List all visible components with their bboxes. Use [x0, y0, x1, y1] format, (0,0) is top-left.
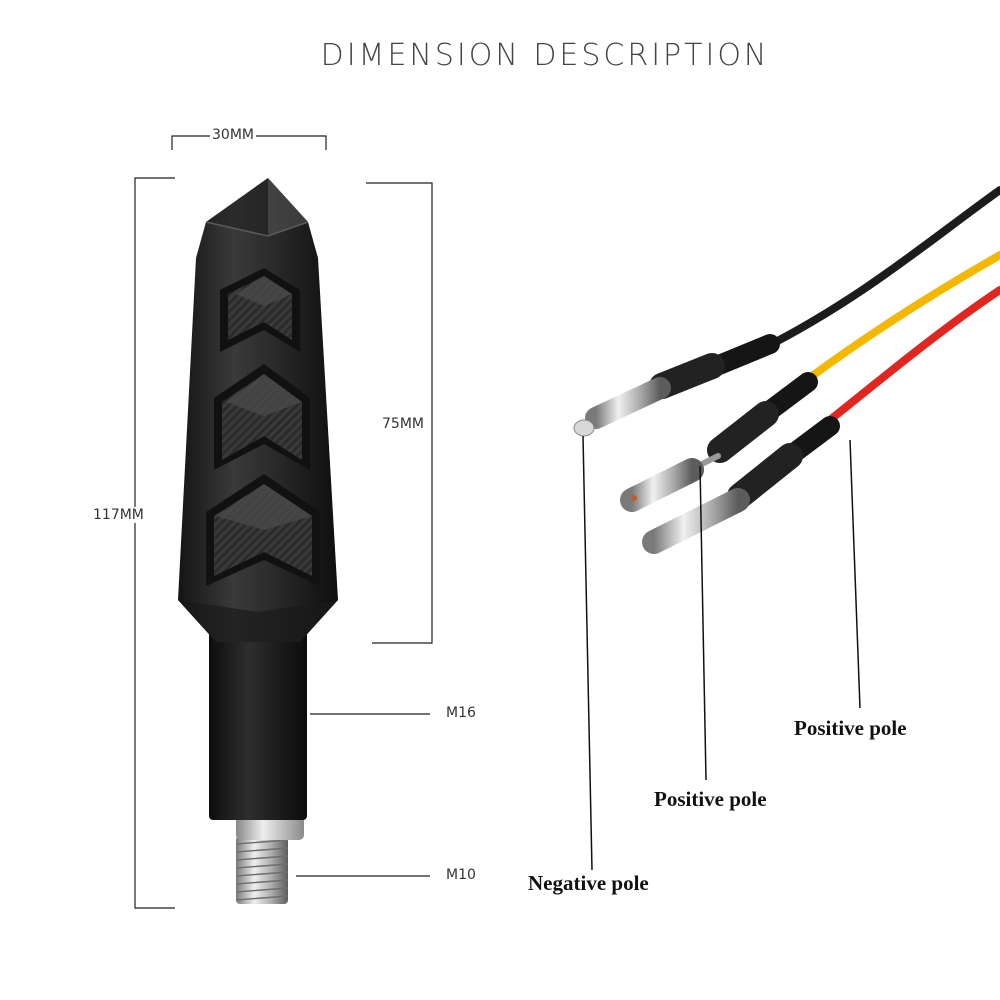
diagram-title: DIMENSION DESCRIPTION: [320, 38, 770, 73]
yellow-wire: [796, 251, 1000, 389]
m16-stem: [209, 630, 307, 820]
wire-harness: [756, 186, 1000, 432]
m16-label: M16: [444, 705, 478, 721]
callout-lines: [582, 435, 861, 871]
positive-pole-label-2: Positive pole: [794, 716, 907, 740]
m10-label: M10: [444, 867, 478, 883]
positive-callout-1: [699, 465, 707, 781]
chevron-light-3: [206, 474, 320, 586]
m10-thread: [236, 836, 288, 904]
black-wire: [756, 186, 1000, 354]
dimension-lines: [134, 135, 433, 909]
positive-connector-1: [620, 372, 818, 512]
positive-callout-2: [849, 439, 861, 709]
width-label: 30MM: [210, 127, 256, 143]
thread-nut: [236, 816, 304, 840]
total-length-label: 117MM: [91, 507, 146, 523]
indicator-lamp: [178, 178, 338, 904]
chevron-light-2: [214, 364, 310, 470]
total-length-bracket: [134, 177, 175, 909]
body-length-bracket: [366, 182, 433, 644]
negative-callout: [582, 435, 593, 871]
negative-connector: [573, 334, 780, 437]
positive-connector-2: [642, 416, 840, 554]
negative-pole-label: Negative pole: [528, 871, 649, 895]
red-wire: [816, 286, 1000, 432]
body-length-label: 75MM: [380, 416, 426, 432]
chevron-light-1: [220, 268, 300, 352]
positive-pole-label-1: Positive pole: [654, 787, 767, 811]
